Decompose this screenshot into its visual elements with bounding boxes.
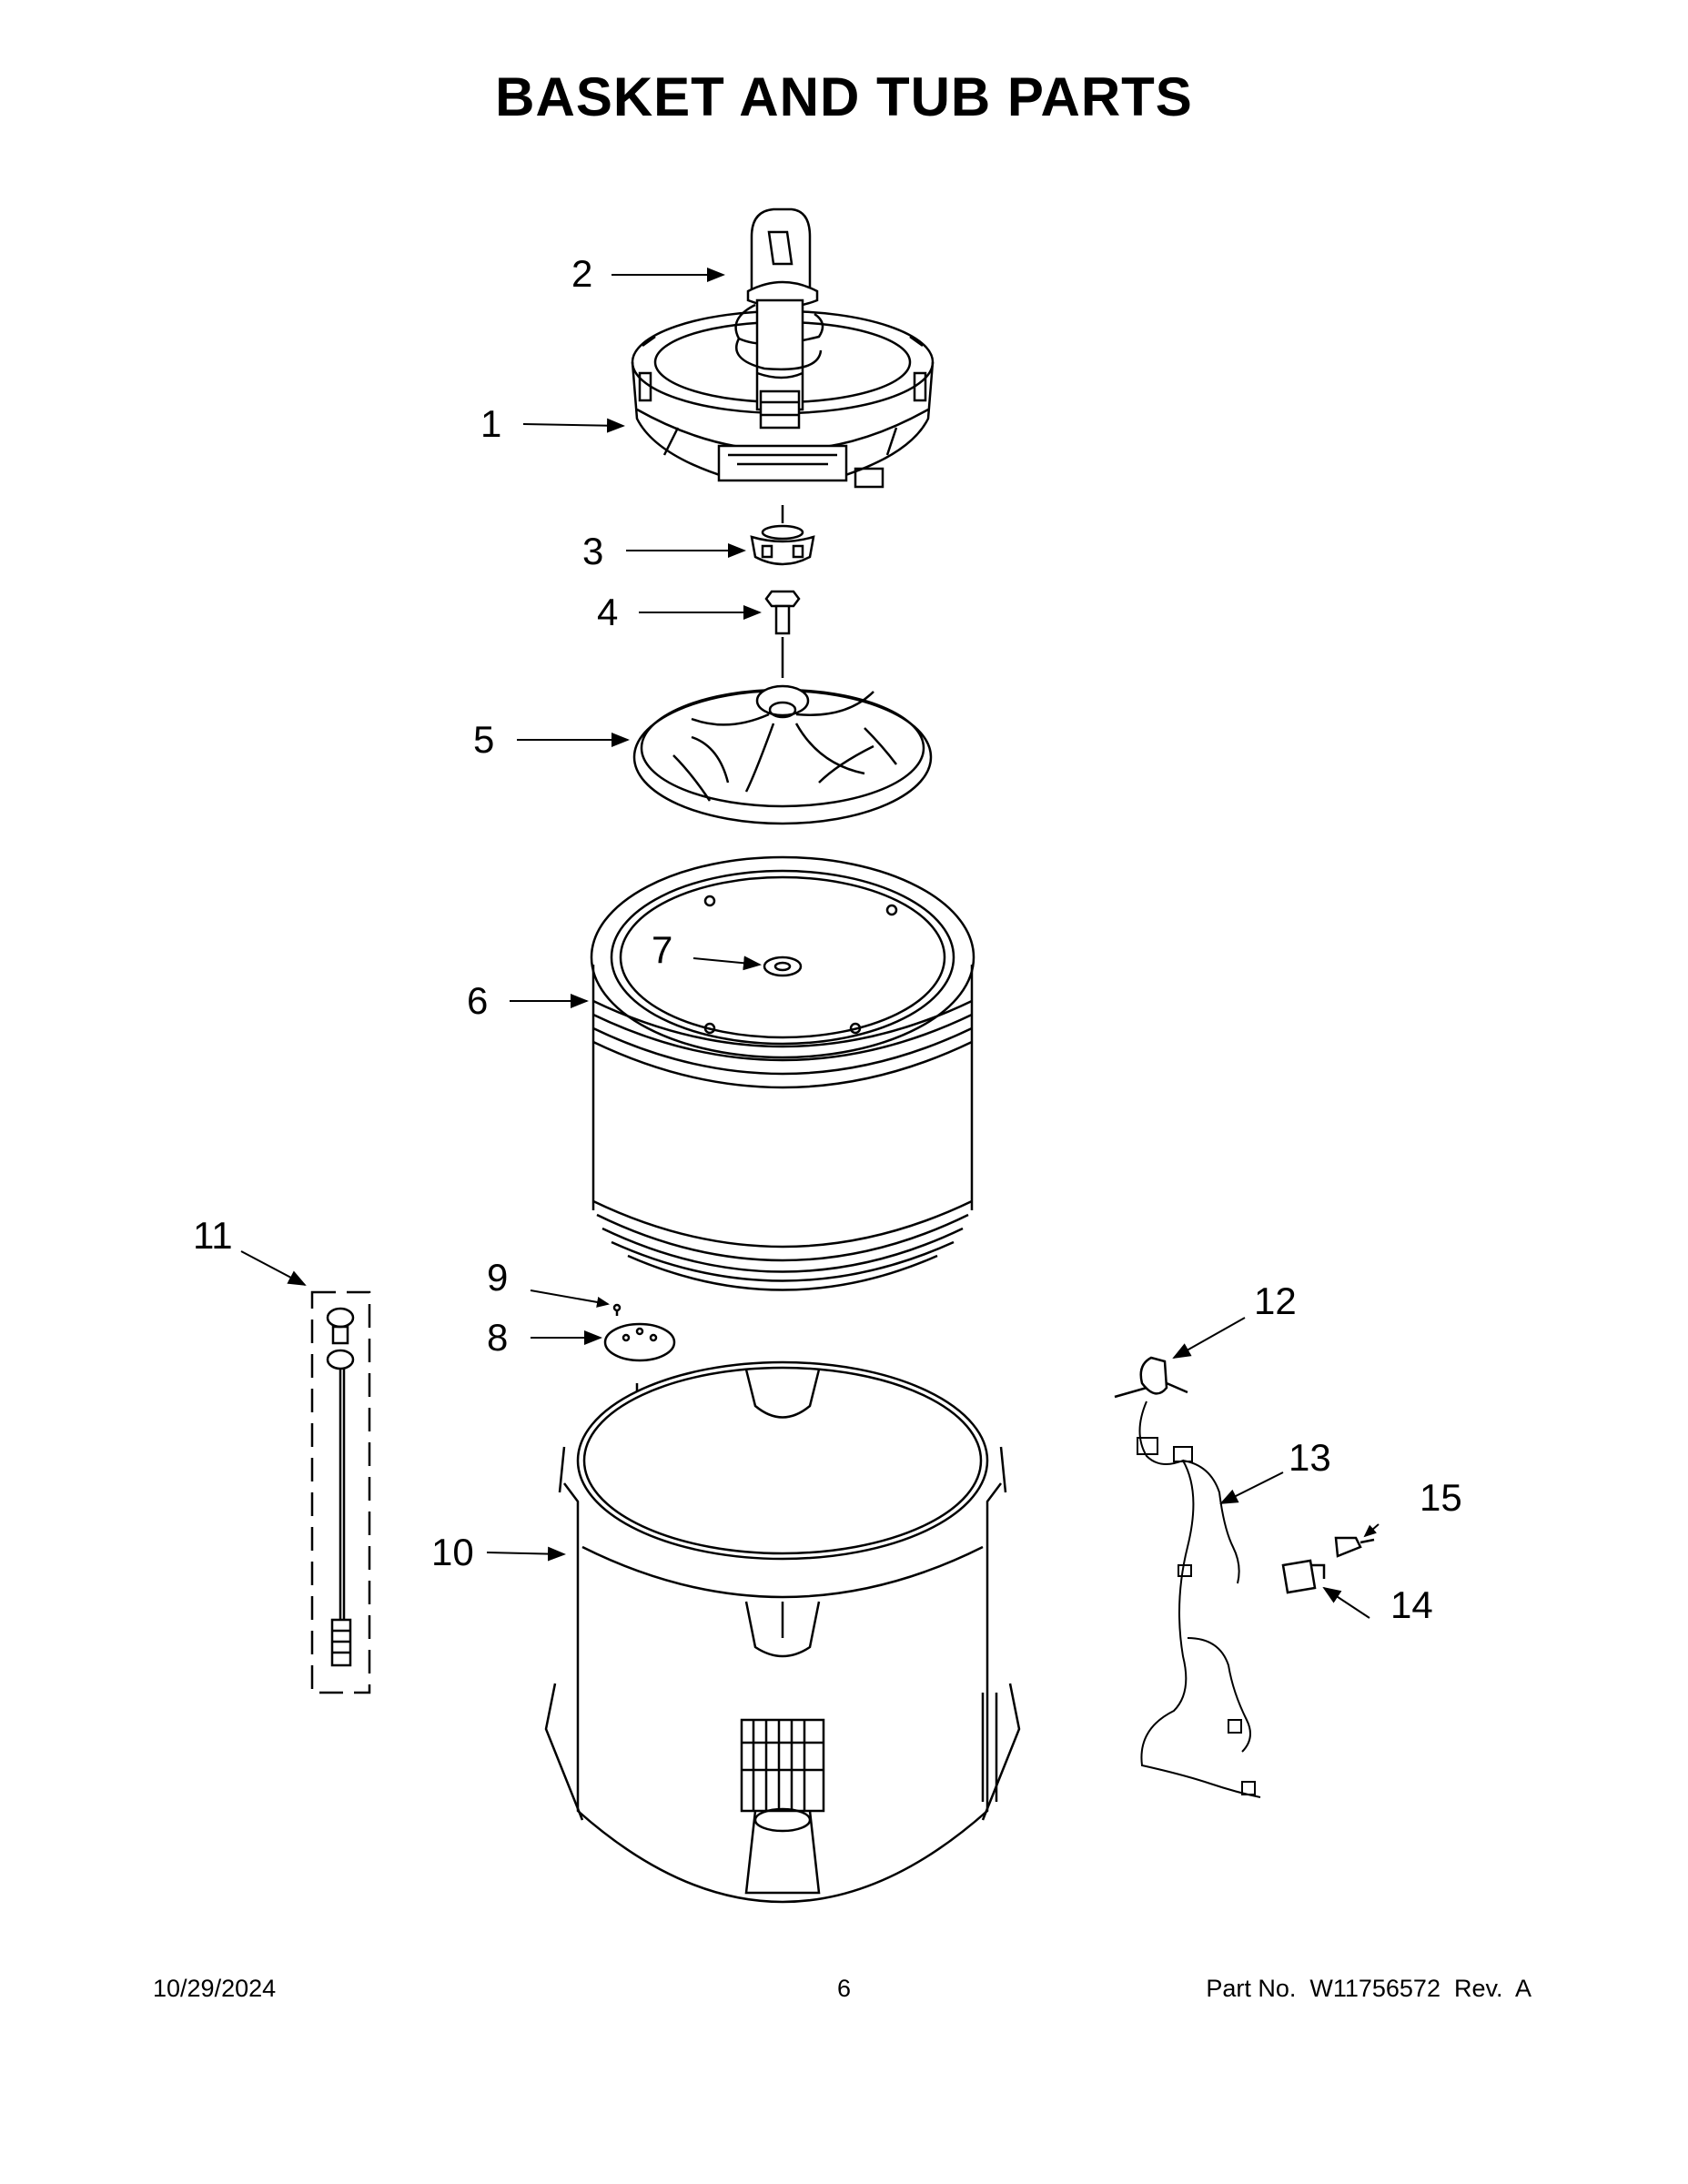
part-6-basket — [590, 855, 975, 1291]
footer-page-number: 6 — [836, 1975, 852, 2002]
part-2-agitator — [734, 207, 824, 430]
callout-7: 7 — [652, 928, 672, 971]
callout-15: 15 — [1420, 1476, 1462, 1519]
footer-part-number: Part No. W11756572 Rev. A — [1206, 1975, 1531, 2002]
callout-13: 13 — [1289, 1436, 1331, 1479]
callout-14: 14 — [1390, 1583, 1433, 1626]
callout-5: 5 — [473, 718, 494, 761]
callout-2: 2 — [571, 252, 592, 295]
callout-1: 1 — [480, 402, 501, 445]
part-12-pressure-switch — [1114, 1356, 1188, 1399]
part-9-screw — [612, 1303, 622, 1316]
leader-arrows — [240, 268, 1380, 1619]
part-11-suspension-rod — [310, 1290, 371, 1694]
page-title: BASKET AND TUB PARTS — [495, 66, 1193, 127]
callout-8: 8 — [487, 1316, 508, 1359]
callout-12: 12 — [1254, 1279, 1297, 1322]
callout-6: 6 — [467, 979, 488, 1022]
callout-4: 4 — [597, 591, 618, 633]
part-14-clip — [1281, 1559, 1326, 1594]
part-10-outer-tub — [544, 1360, 1021, 1904]
footer-date: 10/29/2024 — [153, 1975, 277, 2002]
part-15-screw — [1334, 1536, 1375, 1558]
part-4-bolt — [764, 590, 801, 678]
callout-3: 3 — [582, 530, 603, 572]
callout-9: 9 — [487, 1256, 508, 1299]
callout-numbers: 1 2 3 4 5 6 7 8 9 10 11 12 13 14 15 — [193, 252, 1462, 1626]
part-5-impeller — [632, 684, 933, 825]
callout-11: 11 — [193, 1214, 233, 1257]
part-7-hub — [763, 956, 803, 977]
part-13-wire-harness — [1137, 1400, 1261, 1798]
part-3-coupler — [750, 505, 815, 566]
callout-10: 10 — [431, 1531, 474, 1573]
